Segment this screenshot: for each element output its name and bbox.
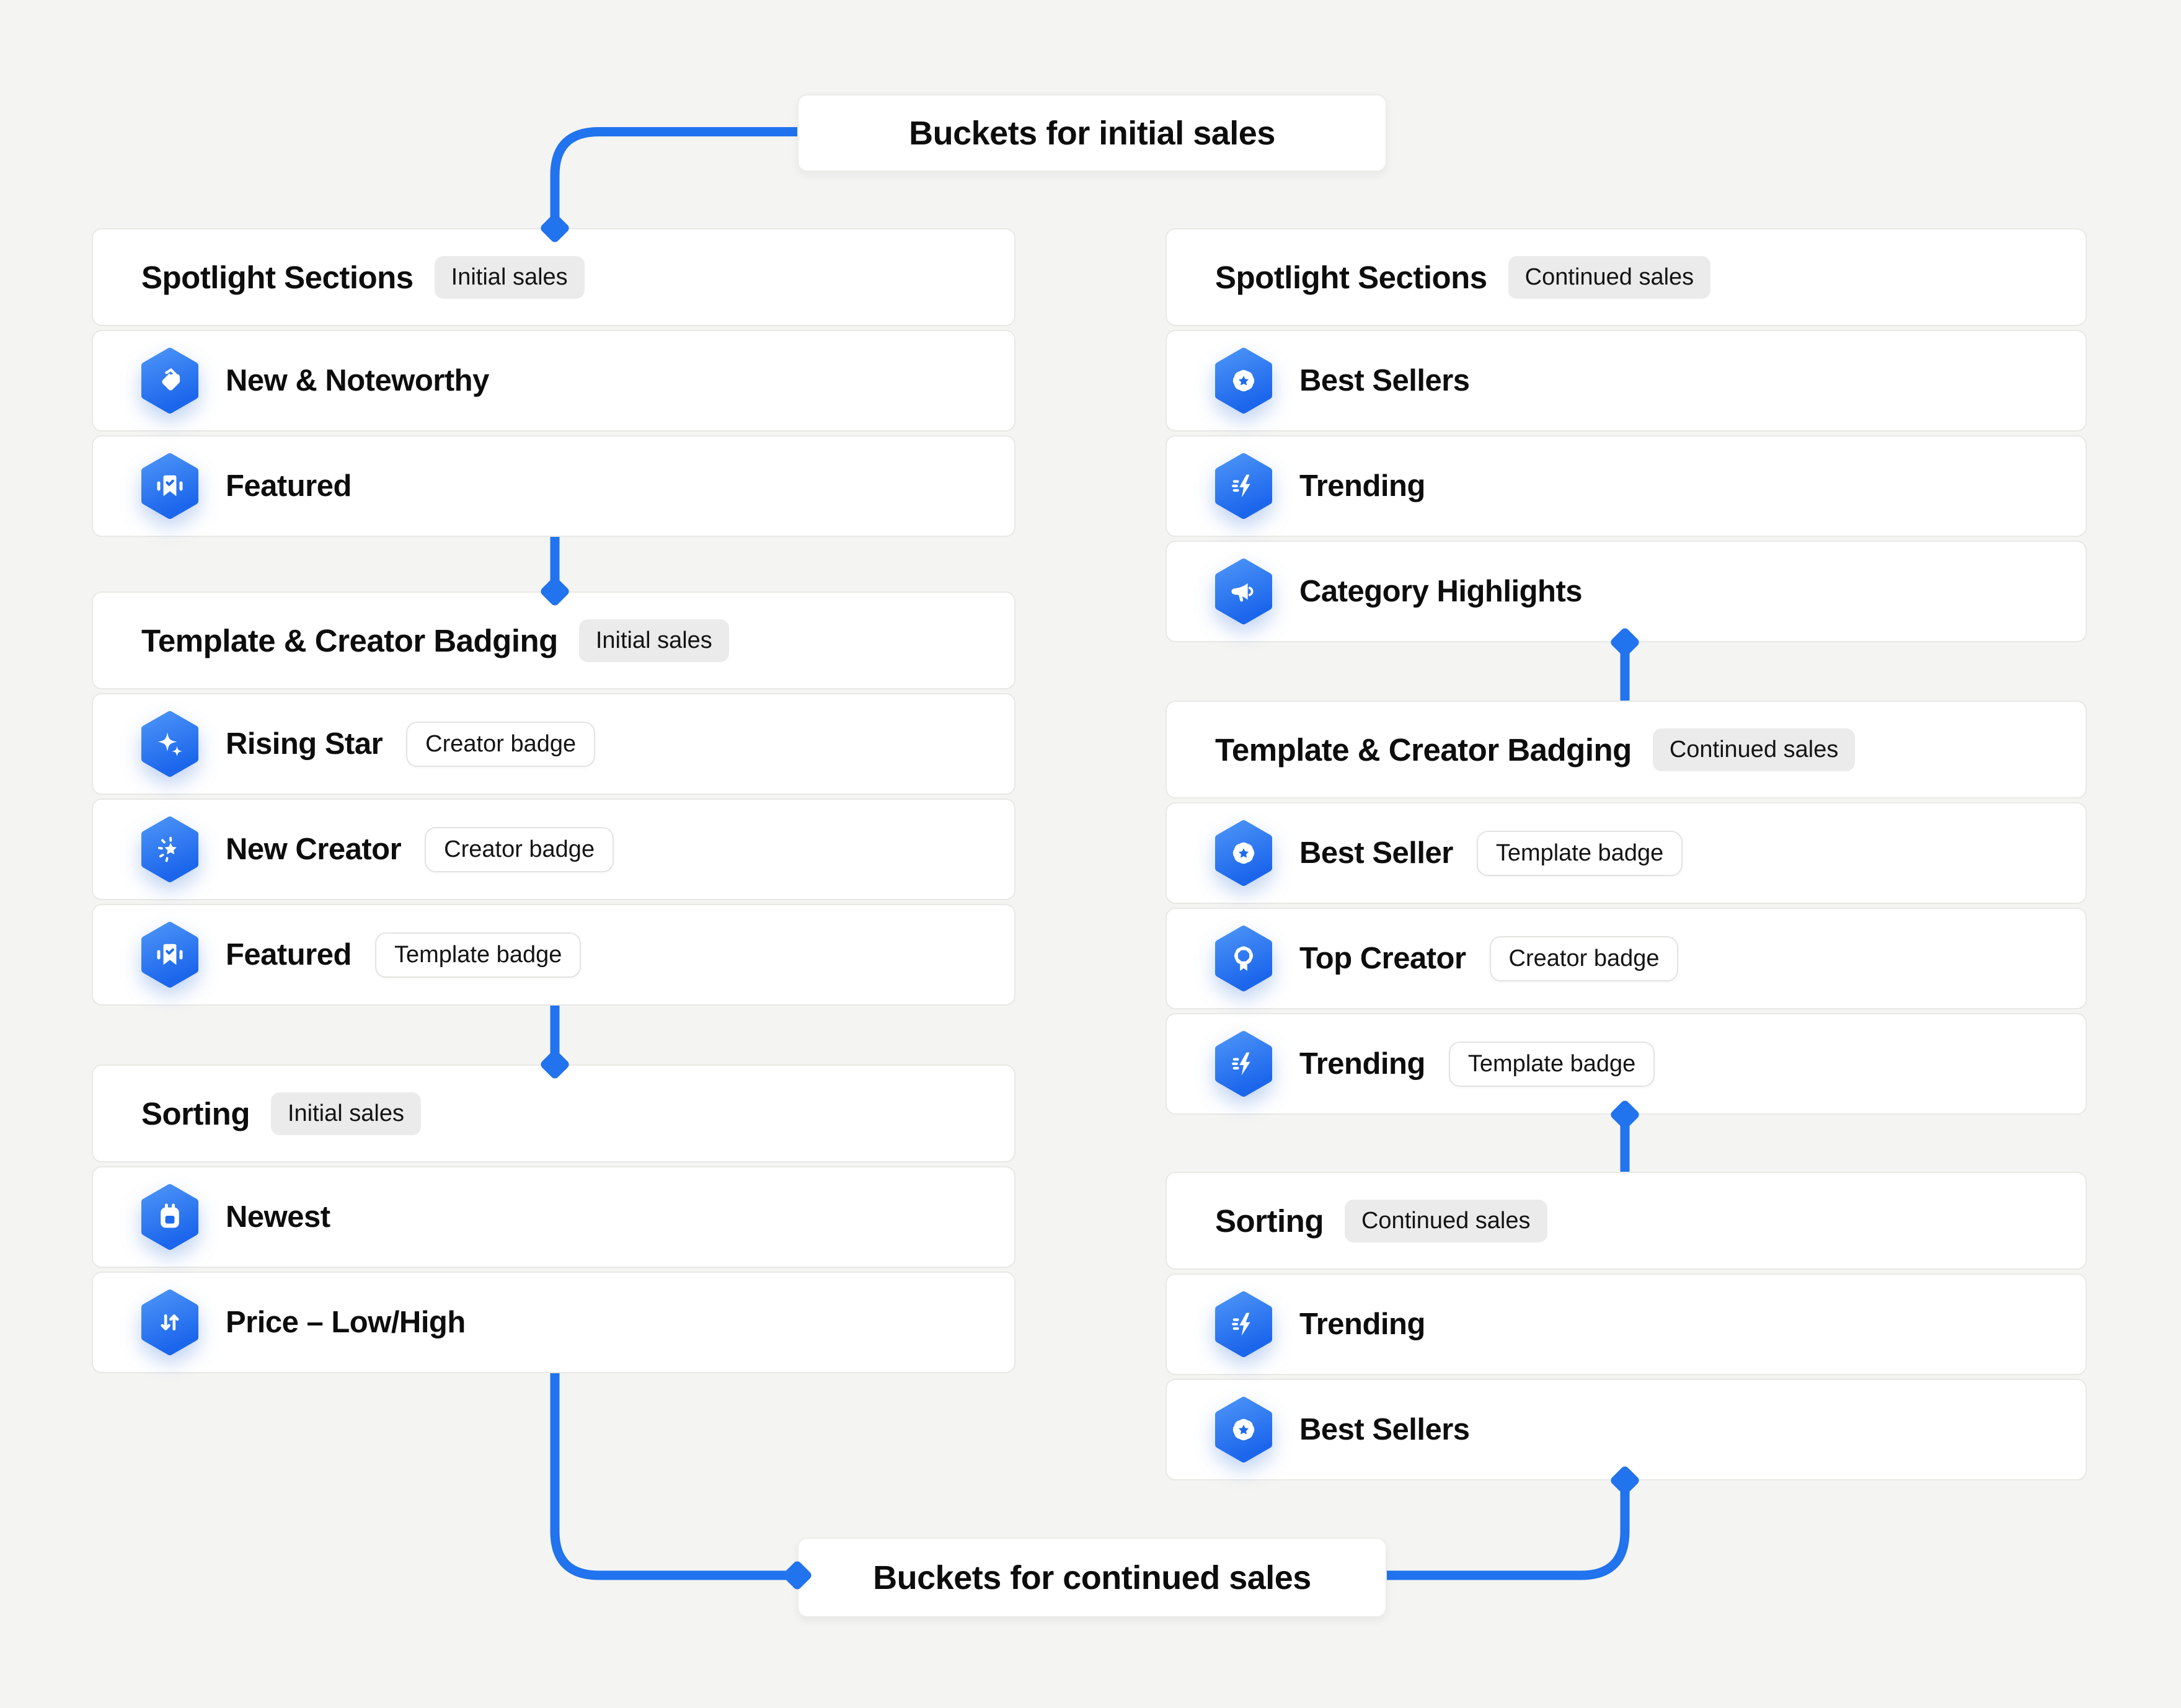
list-item: Trending — [1166, 1273, 2087, 1375]
sales-stage-badge: Continued sales — [1344, 1199, 1547, 1242]
card-title: Template & Creator Badging — [1215, 732, 1632, 768]
seal-star-icon — [1214, 820, 1273, 886]
list-item-label: Trending — [1299, 1047, 1425, 1081]
list-item: Trending Template badge — [1166, 1013, 2087, 1115]
list-item: Rising Star Creator badge — [92, 693, 1015, 795]
trending-bolt-icon — [1214, 453, 1273, 519]
list-item: Best Seller Template badge — [1166, 802, 2087, 904]
card-header: Sorting Continued sales — [1166, 1172, 2087, 1270]
list-item: Best Sellers — [1166, 330, 2087, 431]
title-node-label: Buckets for continued sales — [873, 1559, 1311, 1596]
list-item: Top Creator Creator badge — [1166, 908, 2087, 1009]
card-header: Template & Creator Badging Initial sales — [92, 591, 1015, 689]
badge-type-pill: Template badge — [1476, 830, 1683, 876]
list-item-label: Featured — [226, 938, 352, 971]
title-node-initial-sales: Buckets for initial sales — [797, 94, 1387, 172]
list-item: Newest — [92, 1166, 1015, 1268]
connector-top-title-to-left-col — [550, 127, 802, 223]
card-sorting-initial: Sorting Initial sales Newest Price – Low… — [92, 1064, 1015, 1373]
card-title: Spotlight Sections — [141, 259, 414, 295]
card-header: Template & Creator Badging Continued sal… — [1166, 701, 2087, 799]
sales-stage-badge: Initial sales — [578, 619, 729, 662]
megaphone-icon — [1214, 559, 1273, 624]
sales-stage-badge: Initial sales — [270, 1092, 421, 1135]
card-title: Spotlight Sections — [1215, 259, 1487, 295]
list-item-label: Price – Low/High — [226, 1306, 466, 1339]
list-item: Category Highlights — [1166, 541, 2087, 642]
award-ribbon-icon — [1214, 926, 1273, 991]
seal-star-icon — [1214, 348, 1273, 414]
trending-bolt-icon — [1214, 1291, 1273, 1357]
card-title: Template & Creator Badging — [141, 622, 558, 658]
list-item-label: Best Seller — [1299, 836, 1453, 870]
connector-bottom-title-to-right-col — [1381, 1480, 1630, 1580]
card-header: Spotlight Sections Continued sales — [1166, 228, 2087, 326]
connector-left-col-to-bottom-title — [550, 1368, 792, 1580]
list-item-label: Trending — [1299, 1308, 1425, 1341]
price-sort-arrows-icon — [140, 1290, 200, 1355]
list-item-label: Best Sellers — [1299, 1413, 1470, 1446]
card-header: Sorting Initial sales — [92, 1064, 1015, 1162]
card-spotlight-sections-continued: Spotlight Sections Continued sales Best … — [1166, 228, 2087, 642]
card-template-creator-badging-continued: Template & Creator Badging Continued sal… — [1166, 701, 2087, 1115]
list-item-label: New & Noteworthy — [226, 364, 489, 397]
card-sorting-continued: Sorting Continued sales Trending Best Se… — [1166, 1172, 2087, 1480]
tag-icon — [140, 348, 200, 414]
card-title: Sorting — [141, 1095, 250, 1131]
list-item-label: Trending — [1299, 469, 1425, 503]
card-template-creator-badging-initial: Template & Creator Badging Initial sales… — [92, 591, 1015, 1006]
list-item-label: Best Sellers — [1299, 364, 1470, 397]
trending-bolt-icon — [1214, 1031, 1273, 1097]
title-node-continued-sales: Buckets for continued sales — [797, 1538, 1387, 1617]
featured-bookmark-icon — [140, 922, 200, 988]
sales-stage-badge: Continued sales — [1508, 255, 1711, 299]
list-item-label: Newest — [226, 1200, 330, 1234]
list-item-label: Category Highlights — [1299, 575, 1583, 608]
badge-type-pill: Template badge — [374, 932, 582, 978]
sales-stage-badge: Initial sales — [434, 255, 585, 299]
seal-star-icon — [1214, 1397, 1273, 1462]
list-item: New & Noteworthy — [92, 330, 1015, 431]
card-header: Spotlight Sections Initial sales — [92, 228, 1015, 326]
list-item: Featured Template badge — [92, 904, 1015, 1006]
list-item: Best Sellers — [1166, 1379, 2087, 1480]
sparkles-icon — [140, 711, 200, 777]
featured-bookmark-icon — [140, 453, 200, 519]
list-item-label: Top Creator — [1299, 942, 1466, 975]
card-spotlight-sections-initial: Spotlight Sections Initial sales New & N… — [92, 228, 1015, 537]
calendar-icon — [140, 1184, 200, 1250]
sales-stage-badge: Continued sales — [1652, 728, 1856, 771]
list-item: Price – Low/High — [92, 1272, 1015, 1373]
star-burst-icon — [140, 816, 200, 882]
card-title: Sorting — [1215, 1203, 1324, 1239]
badge-type-pill: Template badge — [1448, 1041, 1655, 1087]
list-item: New Creator Creator badge — [92, 799, 1015, 900]
badge-type-pill: Creator badge — [1489, 936, 1679, 981]
title-node-label: Buckets for initial sales — [909, 114, 1275, 152]
list-item-label: Featured — [226, 469, 352, 503]
list-item: Trending — [1166, 435, 2087, 537]
list-item: Featured — [92, 435, 1015, 537]
list-item-label: Rising Star — [226, 727, 383, 761]
badge-type-pill: Creator badge — [406, 721, 596, 767]
list-item-label: New Creator — [226, 833, 402, 866]
badge-type-pill: Creator badge — [425, 826, 614, 872]
